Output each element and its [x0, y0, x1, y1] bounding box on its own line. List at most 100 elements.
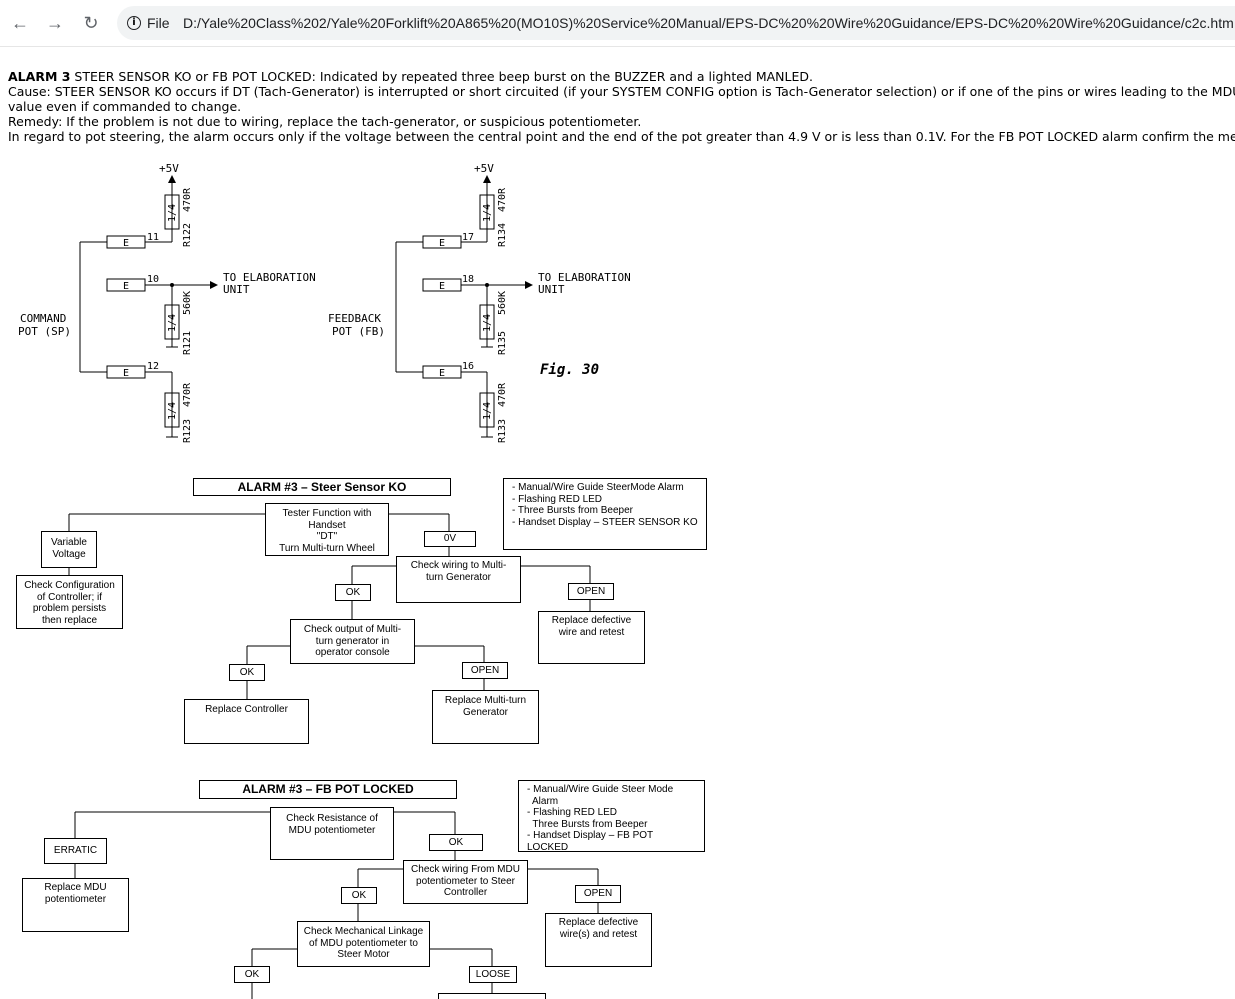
- page-content: ALARM 3 STEER SENSOR KO or FB POT LOCKED…: [0, 47, 1235, 999]
- flow1-info-line: - Three Bursts from Beeper: [512, 505, 633, 516]
- flow1-variable-voltage-box: Variable Voltage: [41, 531, 97, 568]
- resistor-id: R123: [182, 419, 193, 443]
- output-label-2: UNIT: [538, 283, 565, 296]
- e-label: E: [439, 368, 445, 379]
- box-text: of MDU potentiometer to: [309, 937, 418, 949]
- box-text: potentiometer to Steer: [416, 875, 515, 887]
- box-text: Check Resistance of: [286, 813, 378, 824]
- resistor-rating: 1/4: [167, 204, 178, 222]
- flow2-ok-label: OK: [234, 966, 270, 983]
- pin-label: 12: [147, 361, 159, 372]
- box-text: Generator: [462, 706, 509, 718]
- box-text: Voltage: [52, 548, 86, 560]
- flow2-open-label: OPEN: [575, 885, 621, 903]
- flow2-info-line: Alarm: [527, 795, 559, 807]
- box-text: turn generator in: [315, 635, 390, 647]
- alarm-cause-continued: value even if commanded to change.: [8, 99, 242, 114]
- flow1-info-line: - Flashing RED LED: [512, 493, 603, 505]
- alarm-pot-note: In regard to pot steering, the alarm occ…: [8, 129, 1235, 144]
- flow1-ok-label: OK: [335, 584, 371, 601]
- box-text: Replace defective: [558, 917, 639, 928]
- flow2-ok-label: OK: [341, 887, 377, 904]
- box-text: turn Generator: [425, 571, 492, 583]
- resistor-value: 470R: [497, 382, 508, 407]
- flow2-check-wiring-box: Check wiring From MDU potentiometer to S…: [403, 860, 528, 904]
- flow2-info-line: - Manual/Wire Guide Steer Mode: [527, 784, 674, 795]
- command-pot-label-2: POT (SP): [18, 325, 71, 338]
- flow2-ok-label: OK: [429, 834, 483, 851]
- box-text: Replace defective: [551, 615, 632, 626]
- pin-label: 11: [147, 232, 159, 243]
- flow1-info-line: - Manual/Wire Guide SteerMode Alarm: [512, 482, 684, 493]
- address-bar[interactable]: i File D:/Yale%20Class%202/Yale%20Forkli…: [117, 6, 1235, 40]
- figure-caption: Fig. 30: [540, 362, 599, 378]
- alarm-remedy: Remedy: If the problem is not due to wir…: [8, 114, 642, 129]
- box-text: of Controller; if: [36, 591, 103, 603]
- flow2-info-line: - Flashing RED LED: [527, 807, 618, 818]
- resistor-rating: 1/4: [482, 314, 493, 332]
- flow1-replace-wire-box: Replace defective wire and retest: [538, 611, 645, 664]
- box-text: "DT": [316, 531, 338, 542]
- info-icon[interactable]: i: [127, 16, 141, 30]
- flow1-info-line: - Handset Display – STEER SENSOR KO: [512, 516, 698, 528]
- box-text: Check wiring From MDU: [411, 864, 520, 875]
- feedback-pot-label: FEEDBACK: [328, 312, 381, 325]
- resistor-rating: 1/4: [167, 402, 178, 420]
- flow2-erratic-label: ERRATIC: [44, 838, 107, 864]
- feedback-pot-label-2: POT (FB): [332, 325, 385, 338]
- flow1-replace-generator-box: Replace Multi-turn Generator: [432, 690, 539, 744]
- e-label: E: [123, 368, 129, 379]
- forward-arrow-icon[interactable]: →: [46, 13, 64, 33]
- flow1-open-label: OPEN: [462, 662, 508, 679]
- flow2-info-box: - Manual/Wire Guide Steer Mode Alarm - F…: [518, 780, 705, 853]
- alarm-heading: ALARM 3: [8, 69, 71, 84]
- pin-label: 18: [462, 274, 474, 285]
- box-text: wire and retest: [558, 626, 625, 638]
- box-text: Check Mechanical Linkage: [303, 926, 424, 937]
- resistor-value: 560K: [497, 291, 508, 315]
- url-text[interactable]: D:/Yale%20Class%202/Yale%20Forklift%20A8…: [183, 15, 1234, 31]
- box-text: Turn Multi-turn Wheel: [279, 542, 375, 554]
- alarm-heading-rest: STEER SENSOR KO or FB POT LOCKED: Indica…: [70, 69, 813, 84]
- command-pot-label: COMMAND: [20, 312, 66, 325]
- box-text: problem persists: [32, 603, 107, 614]
- box-text: Check wiring to Multi-: [410, 560, 507, 571]
- output-label: TO ELABORATION: [223, 271, 316, 284]
- box-text: Check output of Multi-: [303, 624, 402, 635]
- browser-toolbar: ← → ↻ i File D:/Yale%20Class%202/Yale%20…: [0, 0, 1235, 47]
- alarm-cause: Cause: STEER SENSOR KO occurs if DT (Tac…: [8, 84, 1235, 99]
- flow2-info-line: Three Bursts from Beeper: [527, 818, 648, 830]
- pin-label: 10: [147, 274, 159, 285]
- flow1-replace-controller-box: Replace Controller: [184, 699, 309, 744]
- flow2-check-resistance-box: Check Resistance of MDU potentiometer: [270, 807, 394, 860]
- output-label: TO ELABORATION: [538, 271, 631, 284]
- resistor-value: 470R: [182, 187, 193, 212]
- e-label: E: [439, 281, 445, 292]
- resistor-value: 470R: [497, 187, 508, 212]
- flow2-replace-wire-box: Replace defective wire(s) and retest: [545, 913, 652, 967]
- box-text: potentiometer: [44, 893, 107, 905]
- resistor-id: R135: [497, 331, 508, 355]
- box-text: Controller: [443, 887, 488, 898]
- back-arrow-icon[interactable]: ←: [11, 13, 29, 33]
- box-text: Tester Function with: [282, 508, 372, 519]
- flow1-check-wiring-box: Check wiring to Multi- turn Generator: [396, 556, 521, 603]
- flow1-tester-box: Tester Function with Handset "DT" Turn M…: [265, 503, 389, 556]
- box-text: Replace MDU: [44, 882, 107, 893]
- vcc-label-right: +5V: [474, 162, 494, 175]
- flow1-check-config-box: Check Configuration of Controller; if pr…: [16, 575, 123, 629]
- reload-icon[interactable]: ↻: [83, 13, 99, 33]
- flow2-info-line: - Handset Display – FB POT LOCKED: [527, 830, 653, 853]
- resistor-value: 560K: [182, 291, 193, 315]
- box-text: Replace Multi-turn: [444, 695, 527, 706]
- box-text: wire(s) and retest: [559, 928, 638, 940]
- resistor-rating: 1/4: [167, 314, 178, 332]
- resistor-id: R122: [182, 223, 193, 247]
- box-text: then replace: [41, 614, 98, 626]
- output-label-2: UNIT: [223, 283, 250, 296]
- alarm-description: ALARM 3 STEER SENSOR KO or FB POT LOCKED…: [8, 69, 1235, 144]
- flow2-check-mechanical-box: Check Mechanical Linkage of MDU potentio…: [297, 921, 430, 967]
- schematic-diagram: +5V +5V E E E E E E 11 10 12 17 18 16 TO…: [18, 162, 631, 443]
- flow1-check-output-box: Check output of Multi- turn generator in…: [290, 619, 415, 664]
- e-label: E: [123, 281, 129, 292]
